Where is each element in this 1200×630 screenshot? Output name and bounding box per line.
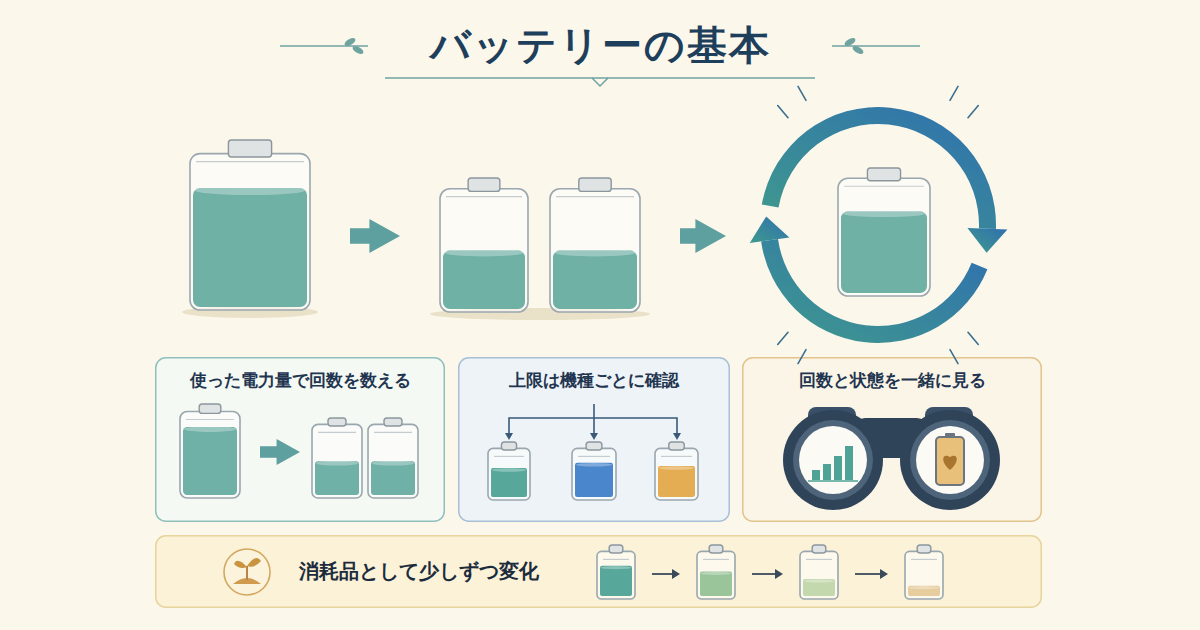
step-arrowhead (880, 569, 888, 579)
cycle-arrow (762, 107, 996, 229)
branch-bracket (505, 404, 681, 440)
step-arrow (855, 573, 882, 575)
highlight-rays (778, 86, 979, 363)
battery (180, 404, 240, 498)
panel-fill (459, 358, 730, 522)
battery (905, 545, 943, 599)
half-battery (550, 178, 640, 312)
summary-band: 消耗品として少しずつ変化 (155, 535, 1042, 608)
battery (488, 442, 530, 500)
battery (312, 418, 362, 498)
band-text: 消耗品として少しずつ変化 (299, 559, 539, 584)
battery (697, 545, 735, 599)
panel-fill (743, 358, 1042, 522)
info-panel: 上限は機種ごとに確認 (458, 357, 730, 522)
info-panel: 回数と状態を一緒に見る (742, 357, 1042, 522)
panel-fill (156, 536, 1042, 608)
step-arrow (752, 573, 777, 575)
title-wrap: バッテリーの基本 (0, 18, 1200, 73)
diagram-title: バッテリーの基本 (430, 22, 771, 68)
bar-chart-icon (808, 446, 858, 481)
illustration-group (156, 36, 1042, 607)
info-panel: 使った電力量で回数を数える (155, 357, 445, 522)
flow-arrow (680, 219, 726, 253)
flow-arrow (260, 439, 300, 465)
panel-heading: 回数と状態を一緒に見る (753, 370, 1031, 391)
battery-heart-icon (936, 433, 964, 485)
sprout-icon (224, 549, 270, 595)
battery (368, 418, 418, 498)
panel-fill (156, 358, 445, 522)
panel1-illustration (180, 404, 418, 498)
battery (655, 442, 698, 500)
panel-heading: 上限は機種ごとに確認 (469, 370, 719, 391)
panel2-illustration (488, 404, 698, 500)
battery (597, 545, 635, 599)
cycle-arrowhead (967, 228, 1007, 253)
band-illustration (224, 545, 943, 599)
binoculars (783, 407, 1000, 510)
flow-arrow (350, 219, 400, 253)
step-arrow (652, 573, 674, 575)
top-illustration (182, 86, 1007, 363)
step-arrowhead (672, 569, 680, 579)
step-arrowhead (775, 569, 783, 579)
battery (572, 442, 616, 500)
full-battery (190, 140, 310, 310)
panel-heading: 使った電力量で回数を数える (166, 370, 434, 391)
cycle-arrowhead (750, 216, 790, 243)
battery (800, 545, 838, 599)
cycle-battery (838, 168, 930, 296)
half-battery (440, 178, 528, 312)
